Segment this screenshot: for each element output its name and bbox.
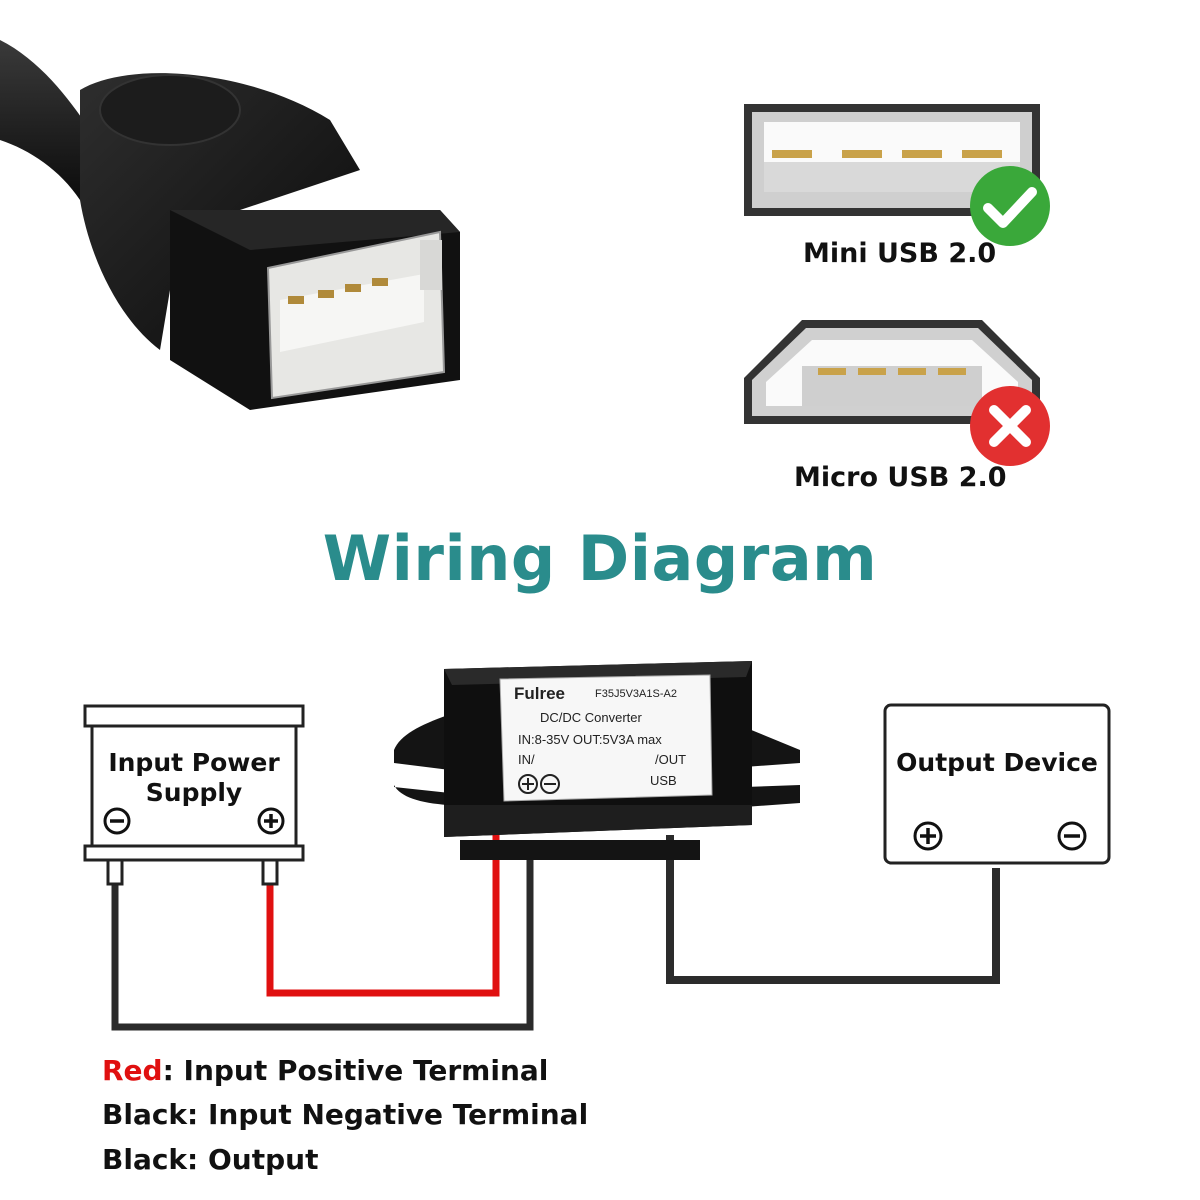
legend-black-output: Black: Output xyxy=(102,1143,319,1176)
micro-usb-port-image xyxy=(744,320,1040,424)
red-input-positive-wire xyxy=(266,830,500,997)
legend-red: Red: Input Positive Terminal xyxy=(102,1054,548,1087)
input-power-supply-label: Input Power Supply xyxy=(108,748,280,807)
check-icon xyxy=(970,166,1050,246)
plus-icon xyxy=(913,821,943,851)
converter-usb-label: USB xyxy=(650,773,677,788)
cross-icon xyxy=(970,386,1050,466)
usb-female-cable-image xyxy=(0,40,460,410)
input-power-supply-box xyxy=(83,704,305,886)
black-input-negative-wire xyxy=(111,840,534,1031)
output-device-label: Output Device xyxy=(896,748,1098,777)
converter-out-label: /OUT xyxy=(655,752,687,767)
converter-model: F35J5V3A1S-A2 xyxy=(595,688,677,700)
converter-spec: IN:8-35V OUT:5V3A max xyxy=(518,732,662,747)
dc-dc-converter-image xyxy=(394,661,800,860)
legend-black-negative: Black: Input Negative Terminal xyxy=(102,1098,589,1131)
mini-usb-label: Mini USB 2.0 xyxy=(803,238,997,269)
converter-brand: Fulree xyxy=(514,684,566,703)
converter-in-label: IN/ xyxy=(518,752,535,767)
diagram-title: Wiring Diagram xyxy=(322,522,878,595)
legend-red-key: Red xyxy=(102,1054,163,1087)
micro-usb-label: Micro USB 2.0 xyxy=(794,462,1007,493)
legend-red-text: : Input Positive Terminal xyxy=(162,1054,549,1087)
minus-icon xyxy=(1057,821,1087,851)
minus-icon xyxy=(103,807,131,835)
converter-polarity-icon xyxy=(518,774,560,794)
black-output-wire xyxy=(666,835,1000,984)
plus-icon xyxy=(257,807,285,835)
converter-type: DC/DC Converter xyxy=(540,710,642,725)
output-device-box xyxy=(883,703,1111,865)
